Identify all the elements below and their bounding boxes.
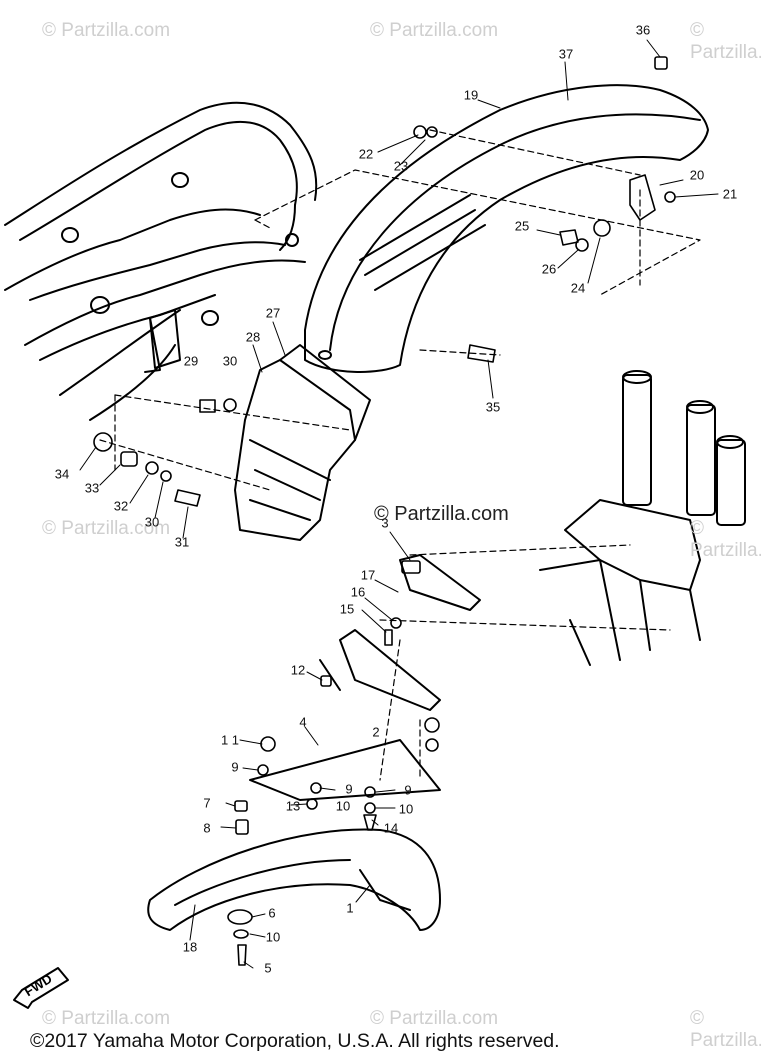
- frame-rail: [4, 101, 318, 421]
- callout-label: 22: [358, 146, 374, 162]
- front-fender: [147, 828, 441, 931]
- callout-label: 9: [231, 759, 239, 775]
- watermark: © Partzilla.com: [42, 20, 171, 41]
- callout-label: 35: [485, 399, 501, 415]
- callout-label: 30: [222, 353, 238, 369]
- callout-label: 29: [183, 353, 199, 369]
- callout-label: 24: [570, 280, 586, 296]
- callout-label: 27: [265, 305, 281, 321]
- callout-label: 30: [144, 514, 160, 530]
- forward-direction-icon: FWD: [10, 960, 70, 1010]
- callout-label: 18: [182, 939, 198, 955]
- callout-label: 25: [514, 218, 530, 234]
- callout-label: 23: [393, 158, 409, 174]
- callout-label: 37: [558, 46, 574, 62]
- callout-label: 31: [174, 534, 190, 550]
- mud-flap: [234, 344, 371, 541]
- callout-label: 19: [463, 87, 479, 103]
- callout-label: 33: [84, 480, 100, 496]
- callout-label: 20: [689, 167, 705, 183]
- callout-label: 28: [245, 329, 261, 345]
- watermark: © Partzilla.com: [690, 1008, 761, 1051]
- callout-label: 13: [285, 798, 301, 814]
- watermark: © Partzilla.com: [690, 20, 761, 63]
- callout-label: 10: [335, 798, 351, 814]
- callout-label: 3: [381, 515, 389, 531]
- watermark: © Partzilla.com: [370, 1008, 499, 1029]
- callout-label: 5: [264, 960, 272, 976]
- leader-line: [79, 39, 719, 969]
- copyright-notice: ©2017 Yamaha Motor Corporation, U.S.A. A…: [30, 1030, 560, 1052]
- callout-label: 9: [345, 781, 353, 797]
- callout-label: 8: [203, 820, 211, 836]
- rear-fender: [304, 84, 709, 373]
- callout-label: 10: [265, 929, 281, 945]
- callout-label: 10: [398, 801, 414, 817]
- watermark: © Partzilla.com: [690, 518, 761, 561]
- callout-label: 9: [404, 782, 412, 798]
- callout-label: 26: [541, 261, 557, 277]
- watermark: © Partzilla.com: [42, 1008, 171, 1029]
- fender-bracket: [249, 554, 481, 801]
- callout-label: 32: [113, 498, 129, 514]
- callout-label: 6: [268, 905, 276, 921]
- callout-label: 16: [350, 584, 366, 600]
- callout-label: 34: [54, 466, 70, 482]
- callout-label: 4: [299, 714, 307, 730]
- callout-label: 17: [360, 567, 376, 583]
- front-fork: [539, 370, 746, 666]
- watermark: © Partzilla.com: [42, 518, 171, 539]
- callout-label: 1 1: [220, 732, 240, 748]
- callout-label: 21: [722, 186, 738, 202]
- callout-label: 14: [383, 820, 399, 836]
- frame-boss: [61, 172, 299, 369]
- callout-label: 2: [372, 724, 380, 740]
- watermark: © Partzilla.com: [370, 20, 499, 41]
- callout-label: 1: [346, 900, 354, 916]
- callout-label: 15: [339, 601, 355, 617]
- center-watermark: © Partzilla.com: [374, 503, 509, 525]
- callout-label: 7: [203, 795, 211, 811]
- callout-label: 12: [290, 662, 306, 678]
- callout-label: 36: [635, 22, 651, 38]
